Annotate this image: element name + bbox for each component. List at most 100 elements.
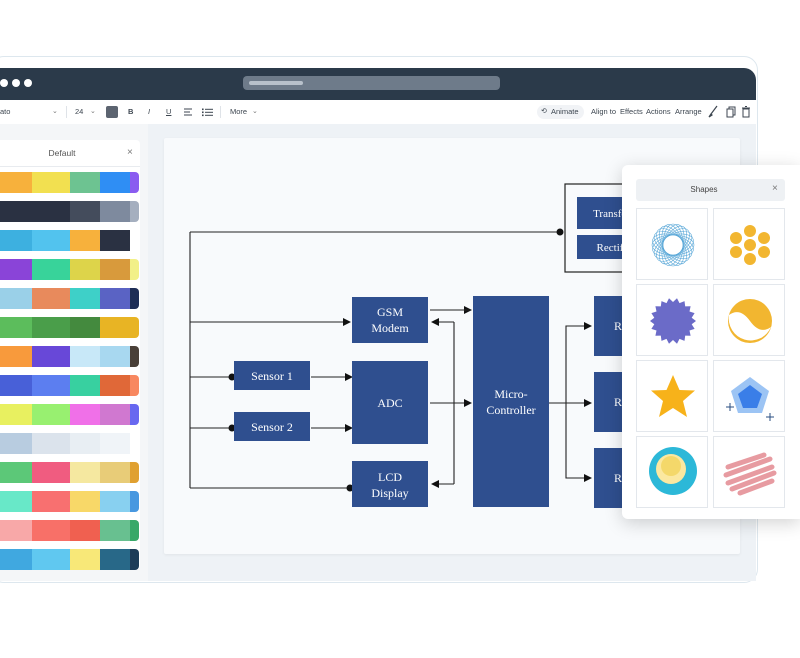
adc-block[interactable]	[352, 361, 428, 444]
color-swatch[interactable]	[130, 433, 139, 454]
color-swatch[interactable]	[70, 549, 100, 570]
palette-swatch-row[interactable]	[0, 404, 139, 425]
color-swatch[interactable]	[100, 549, 130, 570]
color-swatch[interactable]	[0, 404, 32, 425]
shape-tile-circle[interactable]	[636, 436, 708, 508]
animate-button[interactable]: ⟲ Animate	[537, 105, 584, 119]
color-swatch[interactable]	[70, 259, 100, 280]
palette-swatch-row[interactable]	[0, 462, 139, 483]
chevron-down-icon[interactable]: ⌄	[52, 108, 58, 115]
color-swatch[interactable]	[130, 346, 139, 367]
color-swatch[interactable]	[100, 375, 130, 396]
color-swatch[interactable]	[70, 201, 100, 222]
color-swatch[interactable]	[130, 404, 139, 425]
color-swatch[interactable]	[100, 520, 130, 541]
color-swatch[interactable]	[32, 375, 70, 396]
color-swatch[interactable]	[130, 259, 139, 280]
bold-button[interactable]: B	[128, 107, 134, 116]
color-swatch[interactable]	[130, 317, 139, 338]
color-swatch[interactable]	[70, 404, 100, 425]
color-swatch[interactable]	[100, 317, 130, 338]
color-swatch[interactable]	[0, 549, 32, 570]
palette-swatch-row[interactable]	[0, 288, 139, 309]
shape-tile-spirograph[interactable]	[636, 208, 708, 280]
palette-swatch-row[interactable]	[0, 375, 139, 396]
color-swatch[interactable]	[32, 317, 70, 338]
color-swatch[interactable]	[130, 549, 139, 570]
color-swatch[interactable]	[100, 346, 130, 367]
color-swatch[interactable]	[130, 230, 139, 251]
color-swatch[interactable]	[70, 317, 100, 338]
color-swatch[interactable]	[100, 404, 130, 425]
color-swatch[interactable]	[0, 491, 32, 512]
arrange-button[interactable]: Arrange	[675, 107, 702, 116]
color-swatch[interactable]	[32, 520, 70, 541]
color-swatch[interactable]	[130, 520, 139, 541]
copy-icon[interactable]	[726, 100, 736, 124]
color-swatch[interactable]	[130, 288, 139, 309]
color-swatch[interactable]	[32, 433, 70, 454]
microcontroller-block[interactable]	[473, 296, 549, 507]
color-swatch[interactable]	[0, 230, 32, 251]
color-swatch[interactable]	[70, 172, 100, 193]
palette-swatch-row[interactable]	[0, 346, 139, 367]
palette-swatch-row[interactable]	[0, 230, 139, 251]
text-color-swatch[interactable]	[106, 106, 118, 118]
shape-tile-gear[interactable]	[636, 284, 708, 356]
color-swatch[interactable]	[70, 288, 100, 309]
align-left-icon[interactable]	[183, 100, 193, 124]
color-swatch[interactable]	[70, 520, 100, 541]
color-swatch[interactable]	[70, 462, 100, 483]
close-icon[interactable]: ×	[127, 147, 133, 158]
color-swatch[interactable]	[70, 230, 100, 251]
color-swatch[interactable]	[0, 172, 32, 193]
shape-tile-star[interactable]	[636, 360, 708, 432]
sensor2-block[interactable]	[234, 412, 310, 441]
color-swatch[interactable]	[130, 375, 139, 396]
palette-swatch-row[interactable]	[0, 317, 139, 338]
trash-icon[interactable]	[741, 100, 751, 124]
color-swatch[interactable]	[100, 433, 130, 454]
color-swatch[interactable]	[70, 346, 100, 367]
shape-tile-yinyang[interactable]	[713, 284, 785, 356]
shape-tile-pentagon[interactable]	[713, 360, 785, 432]
list-icon[interactable]	[202, 100, 213, 124]
close-icon[interactable]: ×	[772, 183, 778, 194]
more-button[interactable]: More	[230, 107, 248, 116]
color-swatch[interactable]	[100, 201, 130, 222]
color-swatch[interactable]	[130, 172, 139, 193]
color-swatch[interactable]	[100, 462, 130, 483]
palette-swatch-row[interactable]	[0, 520, 139, 541]
palette-swatch-row[interactable]	[0, 172, 139, 193]
color-swatch[interactable]	[32, 549, 70, 570]
palette-swatch-row[interactable]	[0, 491, 139, 512]
italic-button[interactable]: I	[148, 107, 151, 116]
actions-button[interactable]: Actions	[646, 107, 671, 116]
palette-swatch-row[interactable]	[0, 201, 139, 222]
chevron-down-icon[interactable]: ⌄	[252, 108, 258, 115]
window-dot-close[interactable]	[0, 79, 8, 87]
color-swatch[interactable]	[0, 259, 32, 280]
lcd-display-block[interactable]	[352, 461, 428, 507]
color-swatch[interactable]	[32, 259, 70, 280]
brush-icon[interactable]	[707, 100, 719, 124]
color-swatch[interactable]	[32, 230, 70, 251]
color-swatch[interactable]	[0, 317, 32, 338]
color-swatch[interactable]	[32, 462, 70, 483]
color-swatch[interactable]	[0, 288, 32, 309]
palette-swatch-row[interactable]	[0, 259, 139, 280]
color-swatch[interactable]	[0, 201, 32, 222]
gsm-modem-block[interactable]	[352, 297, 428, 343]
chevron-down-icon[interactable]: ⌄	[90, 108, 96, 115]
align-to-button[interactable]: Align to	[591, 107, 617, 116]
color-swatch[interactable]	[100, 259, 130, 280]
color-swatch[interactable]	[32, 172, 70, 193]
font-size-select[interactable]: 24	[75, 107, 84, 116]
font-family-select[interactable]: ato	[0, 107, 11, 116]
color-swatch[interactable]	[70, 491, 100, 512]
color-swatch[interactable]	[32, 491, 70, 512]
window-dot-maximize[interactable]	[24, 79, 32, 87]
color-swatch[interactable]	[100, 491, 130, 512]
color-swatch[interactable]	[0, 433, 32, 454]
palette-swatch-row[interactable]	[0, 549, 139, 570]
